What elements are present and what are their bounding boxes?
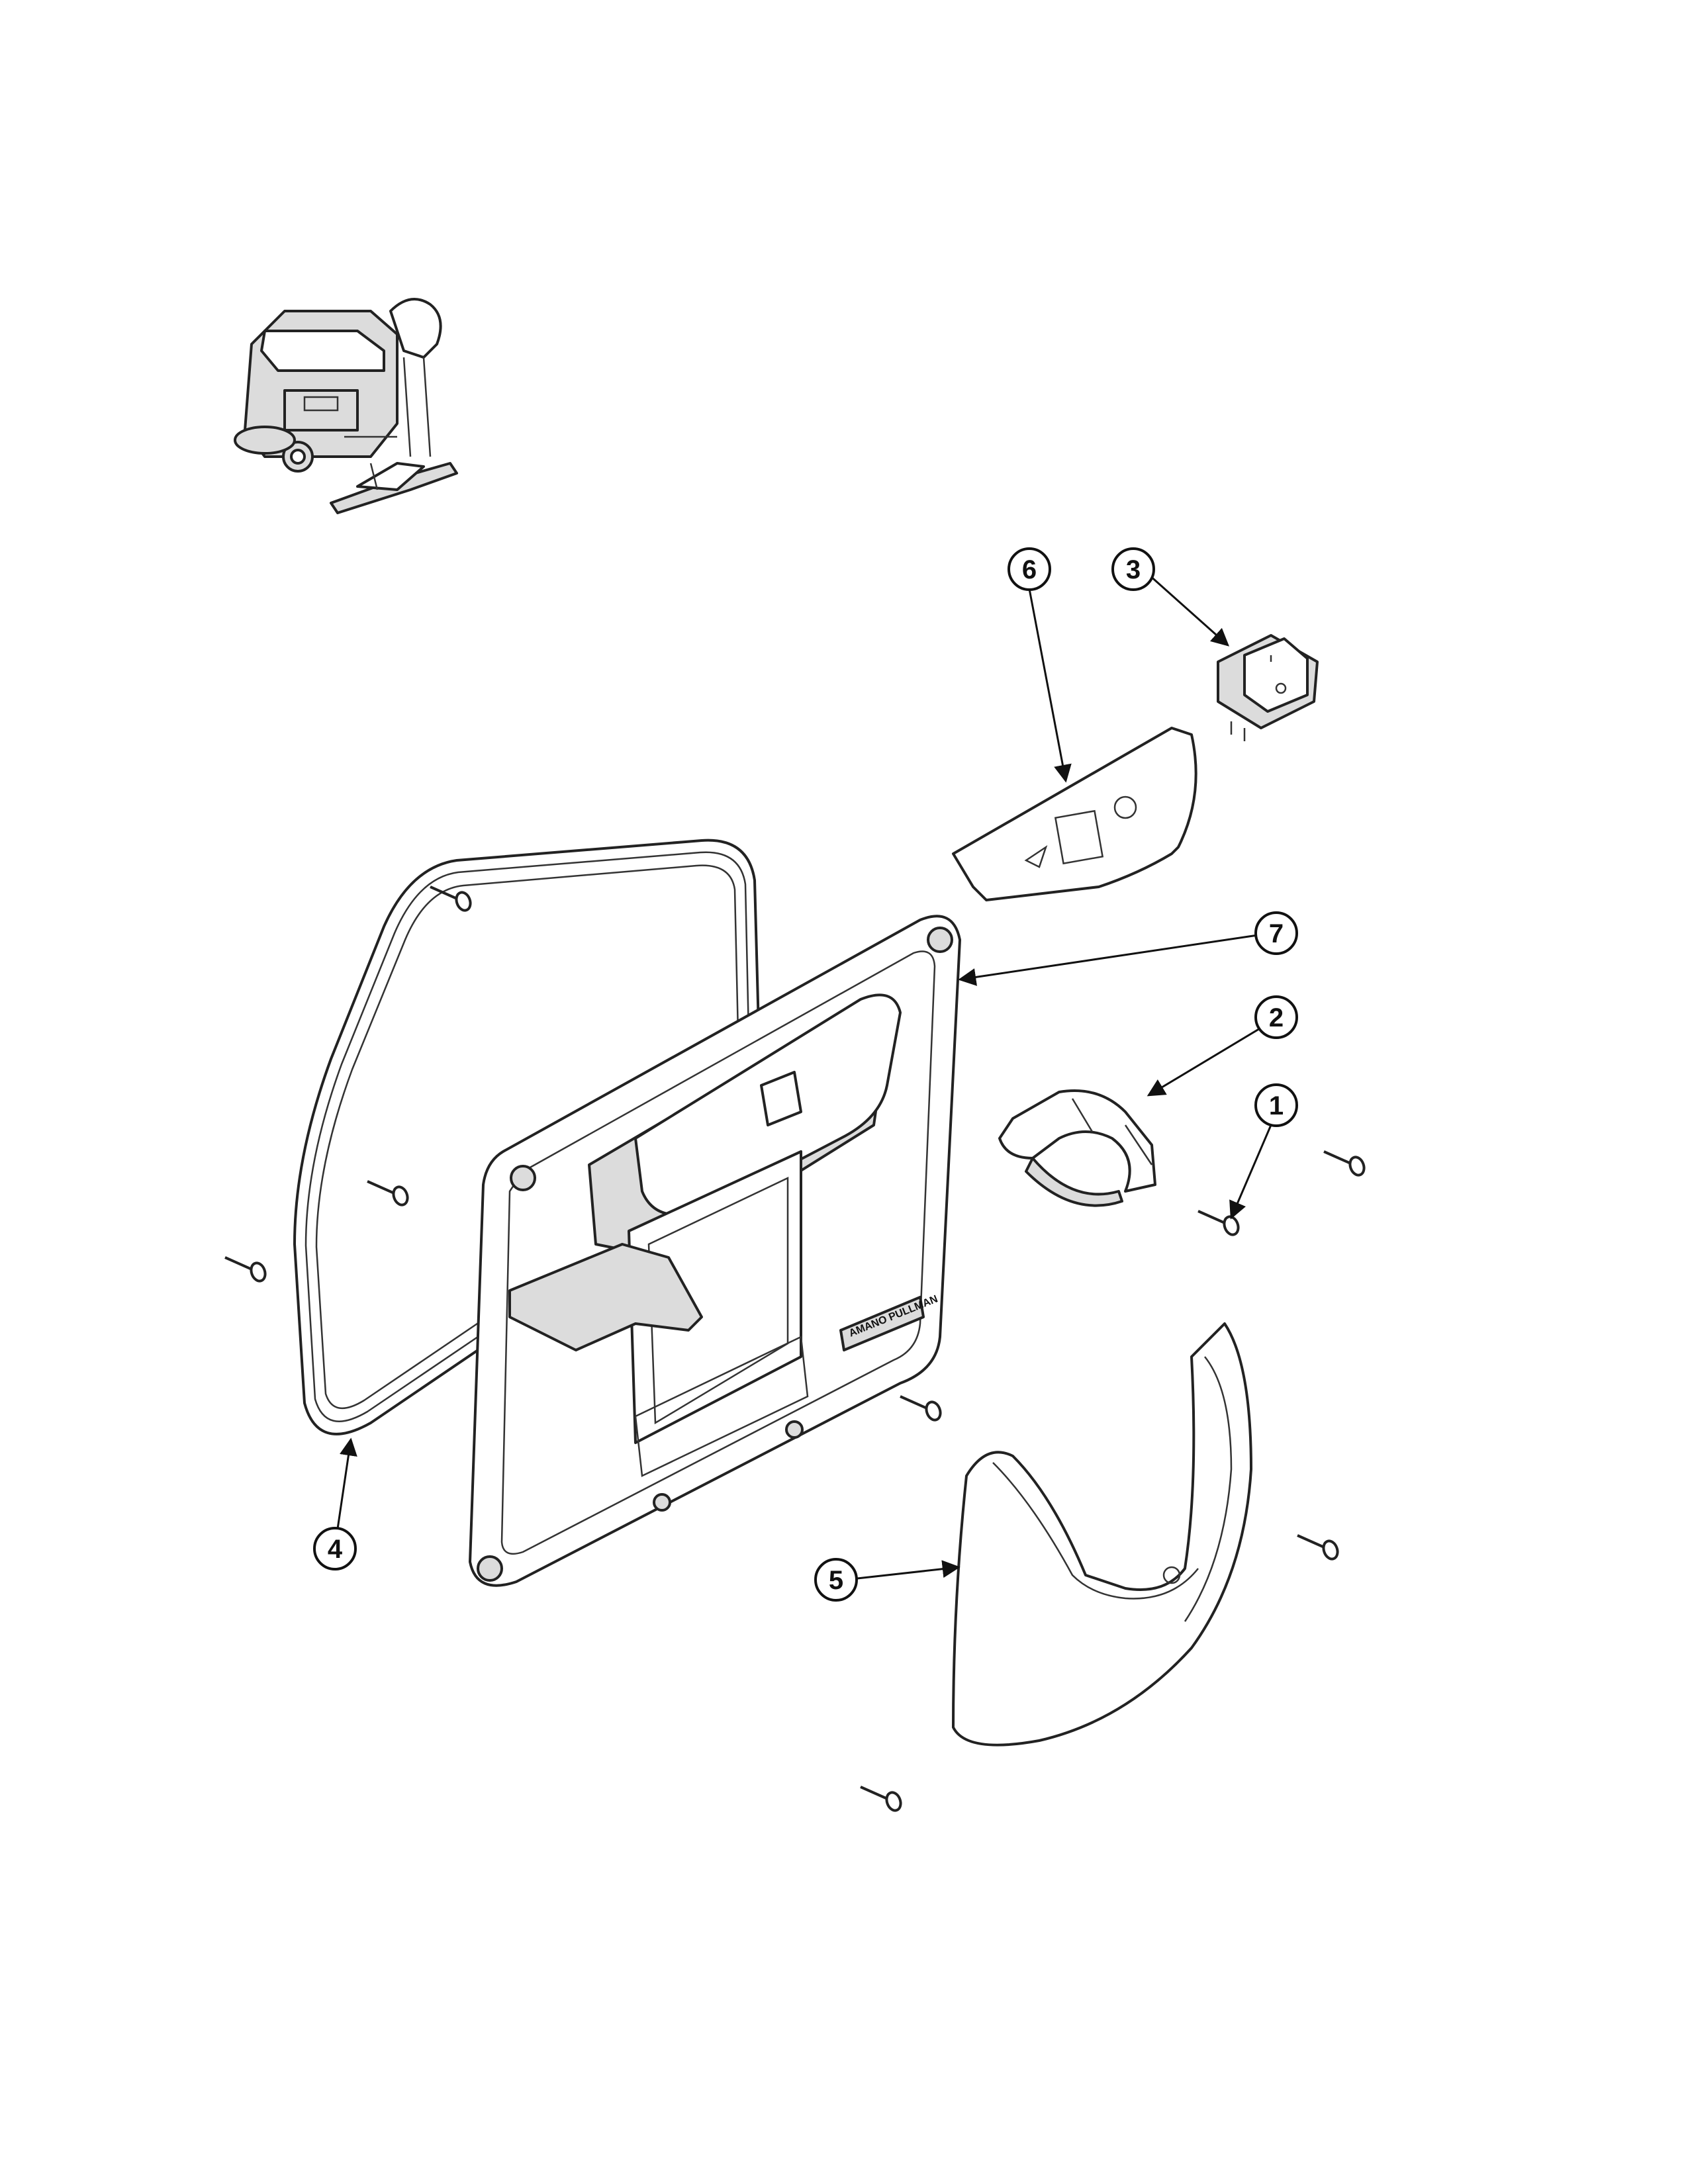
leader-lines: [336, 573, 1272, 1580]
leader-5: [857, 1560, 961, 1580]
rocker-switch-part-3: [1217, 634, 1319, 741]
callout-4: 4: [313, 1527, 357, 1570]
leader-3: [1148, 573, 1230, 647]
screw: [860, 1786, 902, 1812]
callout-5-label: 5: [829, 1566, 843, 1595]
callout-1: 1: [1254, 1083, 1298, 1127]
screw: [367, 1180, 409, 1206]
leader-1: [1229, 1124, 1272, 1220]
screw: [1323, 1150, 1366, 1177]
callout-7-label: 7: [1269, 919, 1284, 948]
leader-7: [958, 934, 1258, 986]
callout-5: 5: [814, 1558, 858, 1602]
screw: [430, 886, 472, 912]
leader-4: [336, 1437, 357, 1529]
screws-part-1: [224, 886, 1366, 1812]
leader-6: [1028, 588, 1072, 783]
callout-7: 7: [1254, 911, 1298, 955]
callout-3-label: 3: [1126, 555, 1141, 584]
callout-2: 2: [1254, 995, 1298, 1039]
callout-6: 6: [1008, 547, 1051, 591]
callout-1-label: 1: [1269, 1091, 1284, 1120]
callout-3: 3: [1111, 547, 1155, 591]
clip-part-2: [998, 1089, 1156, 1207]
callout-6-label: 6: [1022, 555, 1037, 584]
leader-2: [1147, 1024, 1265, 1097]
decal-part-6: [952, 727, 1197, 901]
screw: [1197, 1210, 1240, 1236]
screw: [900, 1395, 942, 1422]
screw: [1297, 1534, 1339, 1561]
screw: [224, 1256, 267, 1283]
lower-cover-part-5: [952, 1322, 1252, 1747]
callout-4-label: 4: [328, 1535, 343, 1564]
machine-overview-thumbnail: [234, 298, 458, 514]
main-panel-part-7: AMANO PULLMAN: [469, 915, 961, 1587]
callout-2-label: 2: [1269, 1003, 1284, 1032]
